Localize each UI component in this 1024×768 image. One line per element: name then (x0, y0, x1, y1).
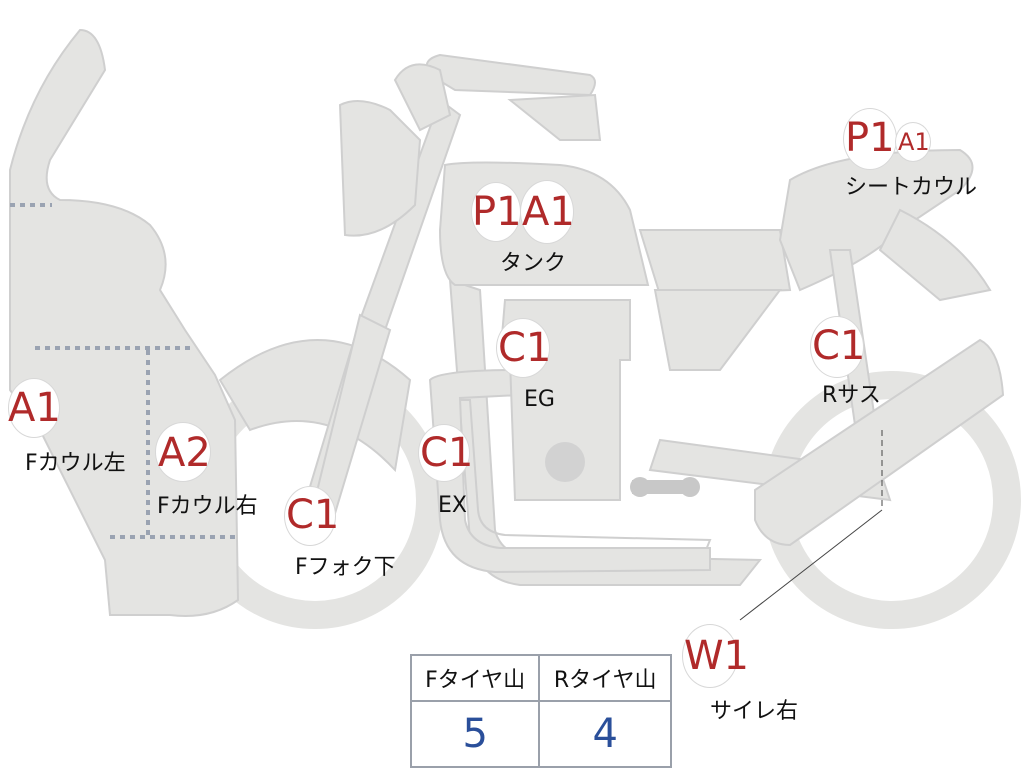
exhaust-label: EX (438, 493, 467, 518)
f-cowl-left-label: Fカウル左 (25, 451, 126, 476)
exhaust-pipe (428, 368, 711, 574)
handlebar-right (507, 93, 602, 141)
silencer-right-label: サイレ右 (710, 699, 799, 724)
f-cowl-right-code: A2 (158, 430, 211, 476)
seat (638, 229, 792, 297)
leader-line-d (739, 509, 883, 621)
f-cowl-left-code: A1 (8, 385, 61, 431)
exhaust-code: C1 (420, 430, 474, 476)
f-fork-lower-label: Fフォク下 (295, 555, 396, 580)
tail (878, 208, 992, 302)
r-suspension-code: C1 (812, 323, 866, 369)
seat-cowl-code-2: A1 (898, 128, 930, 156)
seat-cowl-label: シートカウル (845, 175, 978, 200)
f-cowl-right-label: Fカウル右 (157, 494, 258, 519)
front-cowl (9, 28, 240, 617)
seat-cowl-code-1: P1 (845, 115, 895, 161)
silencer-right-code: W1 (684, 633, 749, 679)
front-tire-header: Fタイヤ山 (409, 654, 541, 702)
handlebar (425, 53, 596, 97)
rear-tire-header: Rタイヤ山 (538, 654, 672, 702)
engine-code: C1 (498, 325, 552, 371)
r-suspension-label: Rサス (822, 383, 881, 408)
steering-head (338, 100, 422, 237)
tank-label: タンク (500, 251, 567, 276)
side-cover (653, 289, 782, 371)
rear-tire-value: 4 (538, 700, 672, 768)
mirror-stem (393, 63, 452, 132)
f-fork-lower-code: C1 (286, 492, 340, 538)
tire-tread-table: Fタイヤ山 Rタイヤ山 5 4 (409, 654, 672, 768)
tank-code-2: A1 (522, 189, 575, 235)
engine-cover (545, 442, 585, 482)
front-tire-value: 5 (409, 700, 541, 768)
tank-code-1: P1 (472, 189, 522, 235)
engine-label: EG (524, 387, 555, 412)
silencer (754, 338, 1005, 547)
